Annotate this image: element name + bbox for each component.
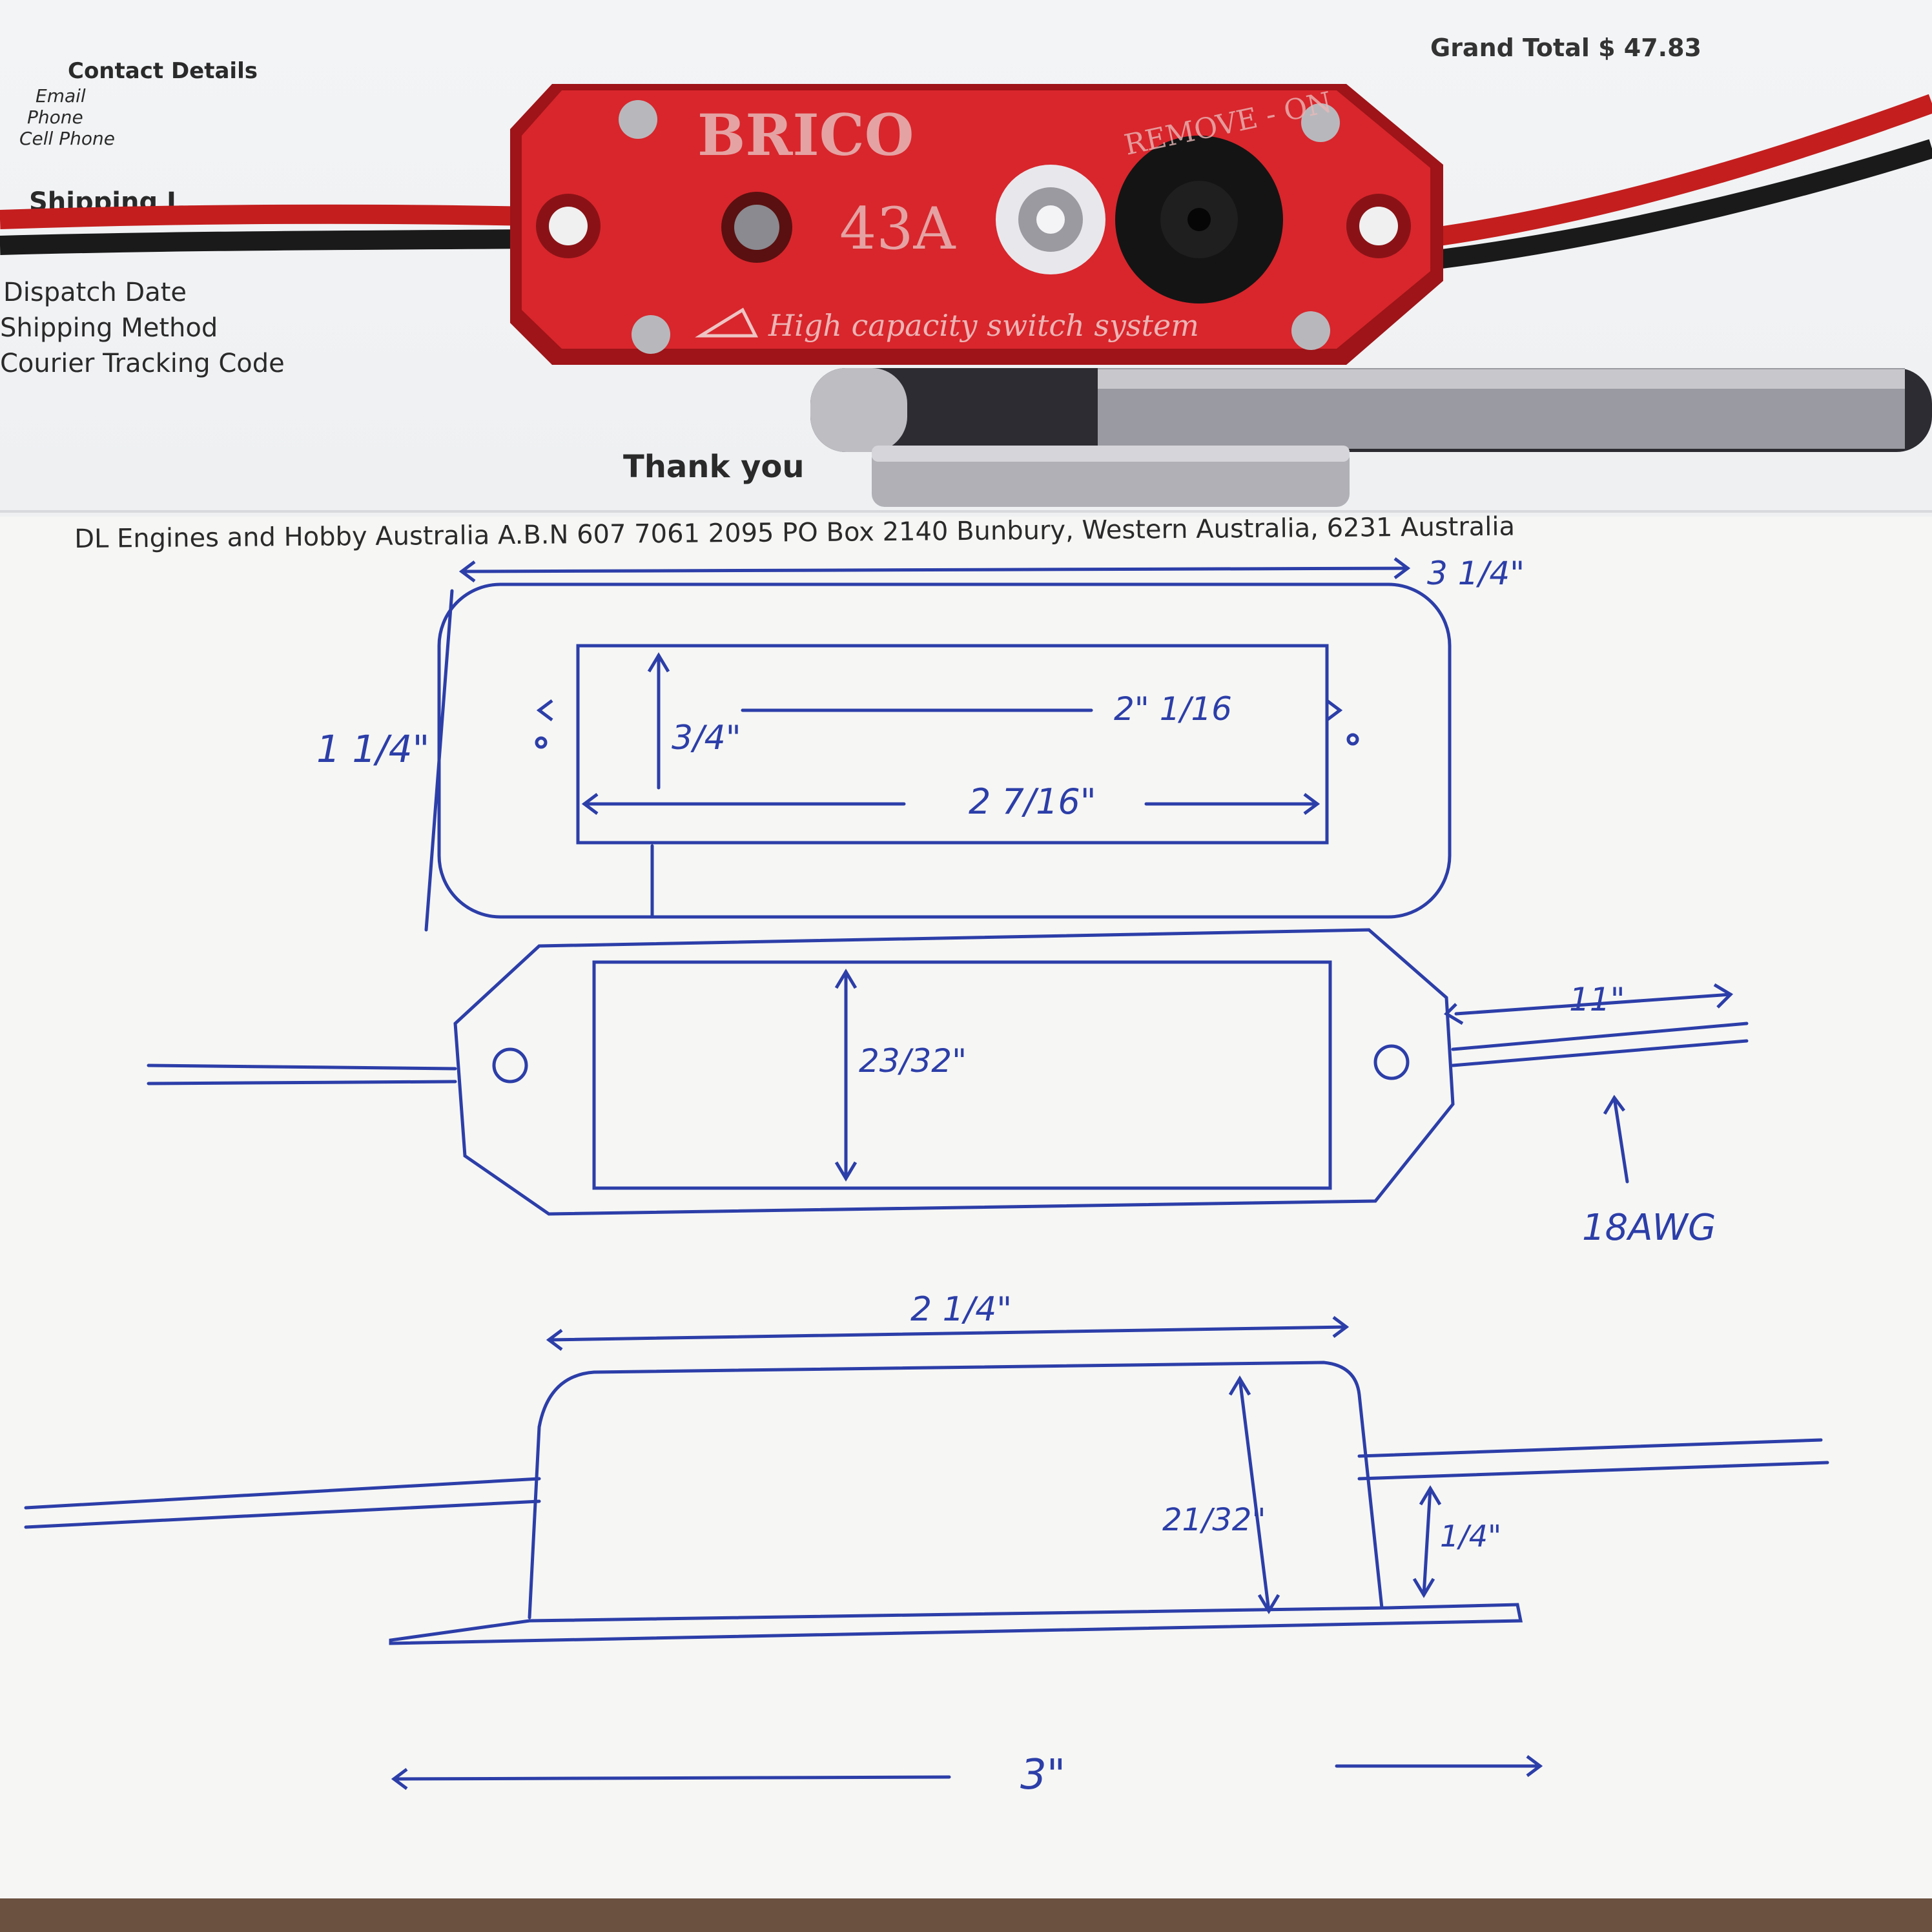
top-view-cutout [576,644,1329,845]
plan-hole-right [1373,1044,1410,1080]
sketch-labels: 3 1/4" 1 1/4" 3/4" 2" 1/16 2 7/16" 23/32… [316,555,1716,1799]
label-side-base: 3" [1020,1751,1065,1799]
label-side-height: 21/32" [1162,1502,1266,1538]
label-plan-height: 23/32" [859,1042,967,1080]
side-dim-height-line [1238,1377,1271,1613]
table-edge [0,1898,1932,1932]
contact-heading: Contact Details [68,58,258,84]
shipping-field-method: Shipping Method [0,313,218,343]
label-top-length: 3 1/4" [1427,555,1525,592]
plan-wire-right-a [1451,1022,1749,1051]
label-cutout-height: 3/4" [672,719,741,757]
shipping-field-tracking: Courier Tracking Code [0,349,285,378]
label-side-top: 2 1/4" [910,1290,1012,1329]
paper-fold [0,510,1932,513]
contact-field-email: Email [36,85,86,107]
plan-dim-lead-line [1454,992,1732,1016]
plan-wire-left-a [147,1064,457,1071]
plan-view-cutout [592,960,1332,1190]
side-wire-left-a [24,1477,541,1510]
device-brand: BRICO [697,101,914,169]
top-dim-length-line [460,566,1410,573]
pen [810,368,1932,507]
thank-you-text: Thank you [623,449,805,485]
side-dim-base-left [392,1775,951,1781]
side-wire-right-a [1357,1438,1823,1458]
device-tagline: High capacity switch system [768,308,1199,343]
plan-gauge-arrow [1612,1096,1629,1184]
servo-wires [0,94,1932,271]
side-view-outline [528,1361,1384,1619]
top-dim-width-line [424,589,454,932]
plan-wire-left-b [147,1080,457,1085]
label-plan-lead: 11" [1569,981,1625,1018]
label-side-offset: 1/4" [1440,1519,1501,1554]
side-dim-offset-line [1422,1486,1432,1597]
grand-total: Grand Total $ 47.83 [1430,34,1701,62]
shipping-field-dispatch: Dispatch Date [3,278,187,307]
plan-hole-left [492,1047,528,1084]
side-view-base [389,1603,1523,1645]
label-cutout-length: 2 7/16" [969,781,1096,822]
label-top-width: 1 1/4" [316,727,429,771]
top-view-outline [437,582,1452,919]
sketch-arrowheads [391,557,1734,1790]
device-rating: 43A [839,195,956,263]
plan-view-outline [453,928,1455,1216]
side-wire-left-b [24,1499,541,1529]
side-dim-top-line [547,1325,1348,1342]
contact-field-phone: Phone [27,107,83,128]
plan-wire-right-b [1451,1039,1749,1067]
switch-device: BRICO 43A REMOVE - ON High capacity swit… [510,84,1443,365]
label-hole-spacing: 2" 1/16 [1114,690,1232,728]
contact-field-cell: Cell Phone [19,128,115,149]
hand-sketch [24,566,1829,1781]
label-wire-gauge: 18AWG [1582,1207,1716,1249]
side-wire-right-b [1357,1461,1829,1481]
